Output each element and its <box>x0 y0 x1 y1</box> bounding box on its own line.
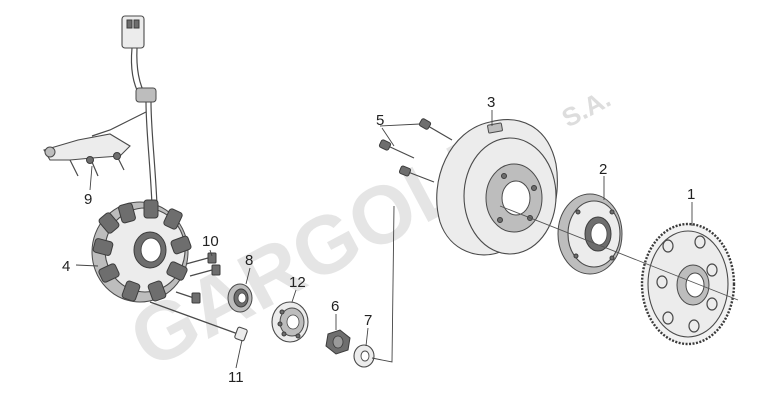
screw <box>113 152 125 171</box>
washer <box>353 344 375 368</box>
bearing <box>271 301 309 343</box>
bracket-hole <box>44 146 56 158</box>
callout-11: 11 <box>228 369 244 386</box>
rotor-center <box>501 180 531 216</box>
leader-lines <box>75 110 693 369</box>
stator <box>91 199 192 303</box>
screw <box>86 156 99 177</box>
wiring-harness <box>91 15 158 206</box>
callout-labels: 1 2 3 4 5 6 7 8 9 10 11 12 <box>62 94 695 386</box>
callout-9: 9 <box>84 191 92 208</box>
callout-6: 6 <box>331 298 339 315</box>
bolt <box>418 118 453 141</box>
callout-5: 5 <box>376 112 384 129</box>
pulser-bracket <box>43 133 131 177</box>
bolt-head <box>234 326 248 342</box>
callout-7: 7 <box>364 312 372 329</box>
watermark-suffix: S.A. <box>557 83 616 133</box>
long-bolt <box>149 301 248 342</box>
wire-to-stator <box>145 101 153 206</box>
assembly-axis <box>499 205 739 301</box>
stator-coils <box>92 199 192 302</box>
connector-plug <box>121 15 145 49</box>
gear-holes <box>656 235 718 333</box>
bolt <box>175 291 201 304</box>
nut <box>325 329 351 355</box>
starter-gear <box>640 222 736 346</box>
bolt <box>398 165 435 183</box>
wire-clamp <box>135 87 157 103</box>
assembly-leader <box>371 205 395 363</box>
callout-10: 10 <box>202 233 219 250</box>
flywheel-bolts <box>378 118 453 183</box>
callout-2: 2 <box>599 161 607 178</box>
stator-center <box>140 237 162 263</box>
bolt <box>189 264 221 277</box>
wire-branch <box>91 111 147 137</box>
rotor-key <box>487 122 503 134</box>
stator-bolts <box>175 252 221 304</box>
connector-pin <box>126 19 133 29</box>
oil-seal <box>227 283 253 313</box>
callout-4: 4 <box>62 258 70 275</box>
bolt <box>378 139 415 159</box>
gear-bore <box>685 272 705 298</box>
flywheel-rotor <box>436 119 558 256</box>
bolt <box>185 252 217 265</box>
connector-pin <box>133 19 140 29</box>
bracket-leg <box>69 159 79 177</box>
callout-8: 8 <box>245 252 253 269</box>
callout-12: 12 <box>289 274 306 291</box>
starter-clutch <box>557 193 623 275</box>
bolt-shaft <box>149 301 239 335</box>
callout-3: 3 <box>487 94 495 111</box>
wire-to-stator <box>150 101 158 206</box>
callout-1: 1 <box>687 186 695 203</box>
